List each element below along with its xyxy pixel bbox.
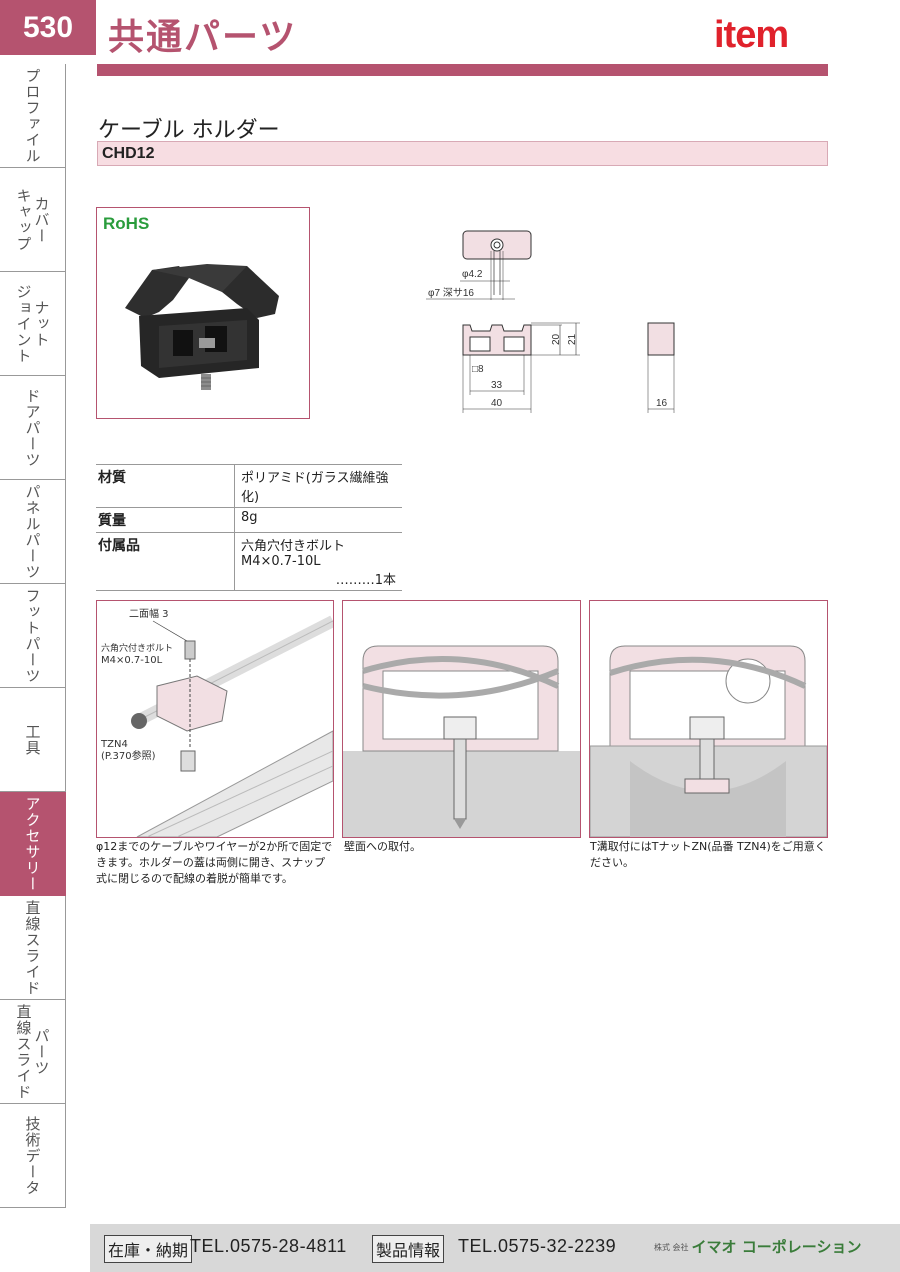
company-logo: 株式 会社イマオ コーポレーション xyxy=(654,1236,861,1257)
spec-key: 材質 xyxy=(98,470,126,486)
table-row: 付属品 六角穴付きボルト M4×0.7-10L ………1本 xyxy=(96,533,402,591)
model-number: CHD12 xyxy=(97,141,828,166)
sidebar-item-label: ジョイント xyxy=(14,283,33,364)
usage-panel-3 xyxy=(589,600,828,838)
table-row: 質量 8g xyxy=(96,508,402,533)
dim-width-33: 33 xyxy=(491,380,503,391)
wall-mount-illustration xyxy=(343,645,580,837)
sidebar-item-label: パーツ xyxy=(32,1027,51,1076)
spec-table: 材質 ポリアミド(ガラス繊維強化) 質量 8g 付属品 六角穴付きボルト M4×… xyxy=(96,464,402,591)
dim-hole-large: φ7 深サ16 xyxy=(428,287,474,299)
label-page-ref: (P.370参照) xyxy=(101,749,156,762)
sidebar-item-label: 直線スライド xyxy=(14,1003,33,1100)
spec-key: 付属品 xyxy=(98,538,140,554)
spec-key: 質量 xyxy=(98,513,126,529)
sidebar-item-label: ドアパーツ xyxy=(23,387,42,468)
sidebar-item-profile[interactable]: プロファイル xyxy=(0,64,66,168)
sidebar-item-label: 技術データ xyxy=(23,1115,42,1196)
sidebar-item-panel-parts[interactable]: パネルパーツ xyxy=(0,480,66,584)
spec-value-quantity: ………1本 xyxy=(335,573,396,588)
label-tzn: TZN4 xyxy=(100,739,128,750)
header-rule xyxy=(97,64,828,76)
spec-value: 8g xyxy=(234,508,402,532)
sidebar-item-label: 工具 xyxy=(23,723,42,756)
panel-1-caption: φ12までのケーブルやワイヤーが2か所で固定できます。ホルダーの蓋は両側に開き、… xyxy=(96,840,333,885)
footer: 在庫・納期 TEL.0575-28-4811 製品情報 TEL.0575-32-… xyxy=(90,1224,900,1272)
panel-2-caption: 壁面への取付。 xyxy=(344,840,421,853)
usage-panel-2 xyxy=(342,600,581,838)
sidebar-item-label: キャップ xyxy=(14,187,33,252)
t-slot-mount-illustration xyxy=(590,645,827,837)
product-title: ケーブル ホルダー xyxy=(98,118,280,143)
stock-label: 在庫・納期 xyxy=(104,1235,193,1263)
sidebar-item-label: プロファイル xyxy=(23,67,42,164)
product-photo: RoHS xyxy=(96,207,310,419)
sidebar-item-tech-data[interactable]: 技術データ xyxy=(0,1104,66,1208)
dim-height-20: 20 xyxy=(551,333,562,345)
page-number: 530 xyxy=(0,0,96,55)
dim-width-40: 40 xyxy=(491,398,503,409)
sidebar-item-linear-slide[interactable]: 直線スライド xyxy=(0,896,66,1000)
label-width-across-flats: 二面幅 3 xyxy=(129,607,169,620)
sidebar-item-label: アクセサリー xyxy=(23,795,42,892)
cable-holder-image xyxy=(125,264,279,390)
table-row: 材質 ポリアミド(ガラス繊維強化) xyxy=(96,464,402,508)
brand-logo: item xyxy=(714,14,789,56)
sidebar-item-label: ナット xyxy=(32,299,51,348)
usage-panel-1: 二面幅 3 六角穴付きボルト M4×0.7-10L TZN4 (P.370参照) xyxy=(96,600,334,838)
dim-depth-16: 16 xyxy=(656,398,668,409)
section-title: 共通パーツ xyxy=(108,17,298,58)
sidebar-item-label: パネルパーツ xyxy=(23,483,42,580)
technical-drawing: φ4.2 φ7 深サ16 20 21 □8 33 40 16 xyxy=(426,230,675,413)
sidebar-item-accessories[interactable]: アクセサリー xyxy=(0,792,66,896)
sidebar-item-label: カバー xyxy=(32,195,51,244)
spec-value: ポリアミド(ガラス繊維強化) xyxy=(234,465,402,507)
sidebar-item-cap-cover[interactable]: キャップ カバー xyxy=(0,168,66,272)
sidebar-item-foot-parts[interactable]: フットパーツ xyxy=(0,584,66,688)
stock-phone[interactable]: TEL.0575-28-4811 xyxy=(190,1236,347,1256)
product-info-label: 製品情報 xyxy=(372,1235,445,1263)
label-bolt: 六角穴付きボルト xyxy=(101,642,173,654)
product-info-phone[interactable]: TEL.0575-32-2239 xyxy=(458,1236,617,1256)
dim-square-8: □8 xyxy=(472,364,484,375)
sidebar-item-label: 直線スライド xyxy=(23,899,42,996)
sidebar-item-linear-slide-parts[interactable]: 直線スライド パーツ xyxy=(0,1000,66,1104)
sidebar-item-tools[interactable]: 工具 xyxy=(0,688,66,792)
sidebar-item-label: フットパーツ xyxy=(23,587,42,684)
company-name: イマオ コーポレーション xyxy=(691,1238,862,1256)
panel-3-caption: T溝取付にはTナットZN(品番 TZN4)をご用意ください。 xyxy=(590,840,826,869)
sidebar-item-joint-nut[interactable]: ジョイント ナット xyxy=(0,272,66,376)
sidebar-item-door-parts[interactable]: ドアパーツ xyxy=(0,376,66,480)
dim-height-21: 21 xyxy=(567,333,578,345)
rohs-logo: RoHS xyxy=(103,214,150,233)
spec-value: 六角穴付きボルト M4×0.7-10L xyxy=(241,539,346,569)
company-prefix: 株式 会社 xyxy=(654,1243,689,1252)
spec-value-cell: 六角穴付きボルト M4×0.7-10L ………1本 xyxy=(234,533,402,590)
dim-hole-small: φ4.2 xyxy=(462,269,483,280)
label-bolt-size: M4×0.7-10L xyxy=(101,655,163,666)
assembly-illustration: 二面幅 3 六角穴付きボルト M4×0.7-10L TZN4 (P.370参照) xyxy=(100,607,333,837)
